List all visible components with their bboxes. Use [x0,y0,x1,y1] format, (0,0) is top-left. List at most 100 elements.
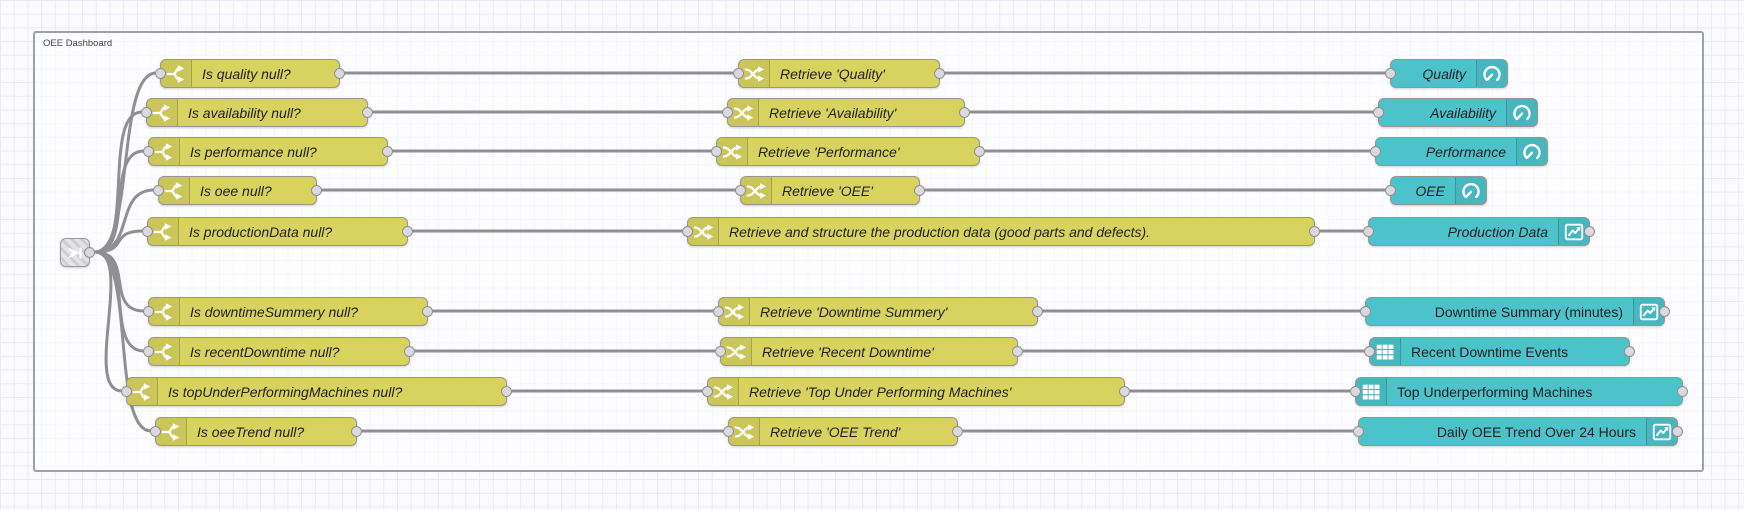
ui-chart-node-production-data[interactable]: Production Data [1363,217,1595,246]
change-icon [717,138,748,165]
switch-node-is-oeetrend-null[interactable]: Is oeeTrend null? [150,417,362,446]
link-in-node[interactable] [60,238,95,267]
change-node-retrieve-downtime-summery[interactable]: Retrieve 'Downtime Summery' [713,297,1043,326]
output-port[interactable] [351,426,362,437]
input-port[interactable] [702,386,713,397]
ui-chart-node-downtime-summary[interactable]: Downtime Summary (minutes) [1360,297,1670,326]
output-port[interactable] [1677,386,1688,397]
wire[interactable] [93,188,156,254]
output-port[interactable] [382,146,393,157]
output-port[interactable] [1032,306,1043,317]
switch-node-is-availability-null[interactable]: Is availability null? [141,98,373,127]
input-port[interactable] [715,346,726,357]
gauge-icon [1516,138,1547,165]
change-node-retrieve-availability[interactable]: Retrieve 'Availability' [722,98,970,127]
change-node-retrieve-quality[interactable]: Retrieve 'Quality' [733,59,945,88]
input-port[interactable] [682,226,693,237]
ui-chart-node-daily-oee-trend[interactable]: Daily OEE Trend Over 24 Hours [1353,417,1683,446]
input-port[interactable] [1370,146,1381,157]
switch-node-is-performance-null[interactable]: Is performance null? [143,137,393,166]
change-icon [721,338,752,365]
ui-table-node-top-underperforming-machines[interactable]: Top Underperforming Machines [1350,377,1688,406]
output-port[interactable] [952,426,963,437]
input-port[interactable] [1385,185,1396,196]
ui-table-node-recent-downtime-events[interactable]: Recent Downtime Events [1364,337,1635,366]
input-port[interactable] [121,386,132,397]
change-node-retrieve-recent-downtime[interactable]: Retrieve 'Recent Downtime' [715,337,1023,366]
ui-gauge-node-quality[interactable]: Quality [1385,59,1508,88]
input-port[interactable] [1363,226,1374,237]
output-port[interactable] [1584,226,1595,237]
output-port[interactable] [1659,306,1670,317]
node-label: Is topUnderPerformingMachines null? [168,383,403,400]
ui-gauge-node-performance[interactable]: Performance [1370,137,1548,166]
switch-node-is-oee-null[interactable]: Is oee null? [153,176,322,205]
switch-icon [149,338,180,365]
input-port[interactable] [141,107,152,118]
change-icon [719,298,750,325]
input-port[interactable] [142,226,153,237]
output-port[interactable] [914,185,925,196]
chart-icon [1633,298,1664,325]
output-port[interactable] [1672,426,1683,437]
output-port[interactable] [84,247,95,258]
switch-node-is-recentdowntime-null[interactable]: Is recentDowntime null? [143,337,415,366]
input-port[interactable] [155,68,166,79]
input-port[interactable] [713,306,724,317]
output-port[interactable] [404,346,415,357]
output-port[interactable] [959,107,970,118]
change-node-retrieve-production-data[interactable]: Retrieve and structure the production da… [682,217,1320,246]
wire[interactable] [93,229,145,254]
input-port[interactable] [143,346,154,357]
output-port[interactable] [501,386,512,397]
change-node-retrieve-oee[interactable]: Retrieve 'OEE' [735,176,925,205]
output-port[interactable] [1119,386,1130,397]
input-port[interactable] [150,426,161,437]
wire[interactable] [93,250,153,433]
switch-node-is-quality-null[interactable]: Is quality null? [155,59,345,88]
ui-gauge-node-availability[interactable]: Availability [1373,98,1538,127]
switch-node-is-productiondata-null[interactable]: Is productionData null? [142,217,413,246]
output-port[interactable] [974,146,985,157]
input-port[interactable] [1350,386,1361,397]
node-label: Is availability null? [188,104,301,121]
input-port[interactable] [153,185,164,196]
switch-node-is-downtimesummery-null[interactable]: Is downtimeSummery null? [143,297,433,326]
input-port[interactable] [143,146,154,157]
ui-gauge-node-oee[interactable]: OEE [1385,176,1487,205]
input-port[interactable] [1353,426,1364,437]
output-port[interactable] [1012,346,1023,357]
output-port[interactable] [311,185,322,196]
input-port[interactable] [733,68,744,79]
wire[interactable] [93,149,146,254]
change-icon [708,378,739,405]
chart-icon [1558,218,1589,245]
switch-icon [147,99,178,126]
input-port[interactable] [1373,107,1384,118]
input-port[interactable] [143,306,154,317]
output-port[interactable] [1309,226,1320,237]
output-port[interactable] [334,68,345,79]
input-port[interactable] [735,185,746,196]
change-node-retrieve-oee-trend[interactable]: Retrieve 'OEE Trend' [723,417,963,446]
output-port[interactable] [1624,346,1635,357]
change-node-retrieve-performance[interactable]: Retrieve 'Performance' [711,137,985,166]
input-port[interactable] [1360,306,1371,317]
change-node-retrieve-top-under-performing-machines[interactable]: Retrieve 'Top Under Performing Machines' [702,377,1130,406]
node-label: Is oeeTrend null? [197,423,305,440]
input-port[interactable] [1364,346,1375,357]
output-port[interactable] [402,226,413,237]
input-port[interactable] [722,107,733,118]
node-label: Is oee null? [200,182,272,199]
output-port[interactable] [362,107,373,118]
input-port[interactable] [723,426,734,437]
input-port[interactable] [1385,68,1396,79]
node-label: Retrieve 'OEE' [782,182,873,199]
switch-node-is-topunderperformingmachines-null[interactable]: Is topUnderPerformingMachines null? [121,377,512,406]
output-port[interactable] [422,306,433,317]
node-label: Top Underperforming Machines [1397,383,1593,400]
output-port[interactable] [934,68,945,79]
input-port[interactable] [711,146,722,157]
